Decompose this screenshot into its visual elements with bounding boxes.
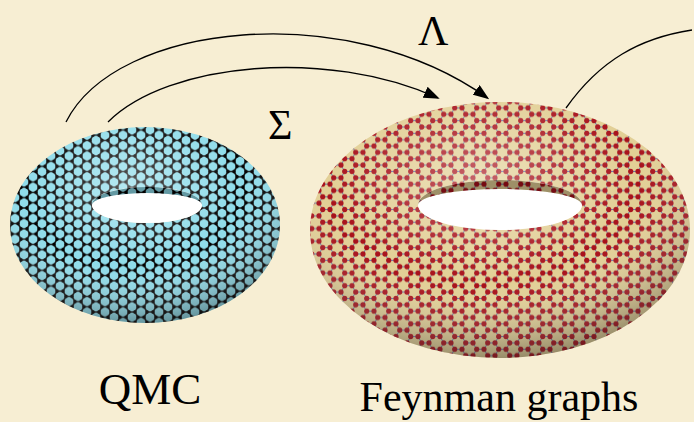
torus-node: Feynman graphs (308, 98, 690, 420)
edge-label: Σ (265, 104, 295, 146)
torus-label: Feynman graphs (308, 374, 690, 420)
torus-node: QMC (10, 122, 290, 414)
edge-label: Λ (415, 10, 451, 52)
torus-label: QMC (10, 365, 290, 415)
